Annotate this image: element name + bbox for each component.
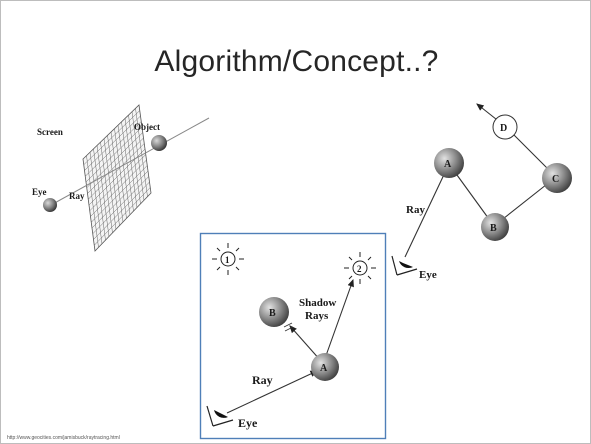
- ray-label-3: Ray: [252, 373, 273, 387]
- figure-recursive-ray: A B C D Ray Eye: [391, 103, 572, 281]
- sphere-d: [492, 114, 518, 140]
- eye-label: Eye: [32, 187, 47, 197]
- eye-label-2: Eye: [419, 269, 437, 281]
- eye-icon: [391, 255, 418, 276]
- sphere-a-shadow: [311, 353, 339, 381]
- sphere-d-label: D: [500, 123, 507, 134]
- object-label: Object: [134, 122, 160, 132]
- screen-label: Screen: [37, 127, 63, 137]
- shadow-rays-label-1: Shadow: [299, 297, 336, 309]
- shadow-rays-label-2: Rays: [305, 310, 329, 322]
- light-2-label: 2: [357, 264, 362, 274]
- ray-line: [50, 117, 210, 206]
- figure-shadow-rays: 1 2 B: [199, 232, 387, 440]
- shadow-ray-2: [322, 278, 354, 365]
- source-url: http://www.geocities.com/jamisbuck/raytr…: [7, 435, 120, 441]
- light-1-label: 1: [225, 255, 230, 265]
- shadow-ray-1: [289, 325, 322, 362]
- ray-label-2: Ray: [406, 204, 425, 216]
- eye-sphere: [43, 198, 57, 212]
- primary-ray: [226, 370, 318, 414]
- screen-gridlines: [83, 108, 151, 248]
- shadow-b-label: B: [269, 308, 276, 319]
- slide-title: Algorithm/Concept..?: [154, 45, 439, 78]
- eye-icon-2: [206, 405, 234, 427]
- light-source-2-icon: 2: [344, 252, 376, 284]
- shadow-a-label: A: [320, 363, 328, 374]
- sphere-c-label: C: [552, 174, 559, 185]
- sphere-b-shadow: [259, 297, 289, 327]
- figure-screen-projection: Screen Object Eye Ray: [32, 104, 210, 252]
- sphere-a-label: A: [444, 159, 452, 170]
- sphere-a: [434, 148, 464, 178]
- sphere-c: [542, 163, 572, 193]
- eye-label-3: Eye: [238, 416, 258, 430]
- light-source-1-icon: 1: [212, 243, 244, 275]
- ray-label: Ray: [69, 191, 85, 201]
- sphere-b: [481, 213, 509, 241]
- sphere-b-label: B: [490, 223, 497, 234]
- blue-frame: [199, 232, 387, 440]
- object-sphere: [151, 135, 167, 151]
